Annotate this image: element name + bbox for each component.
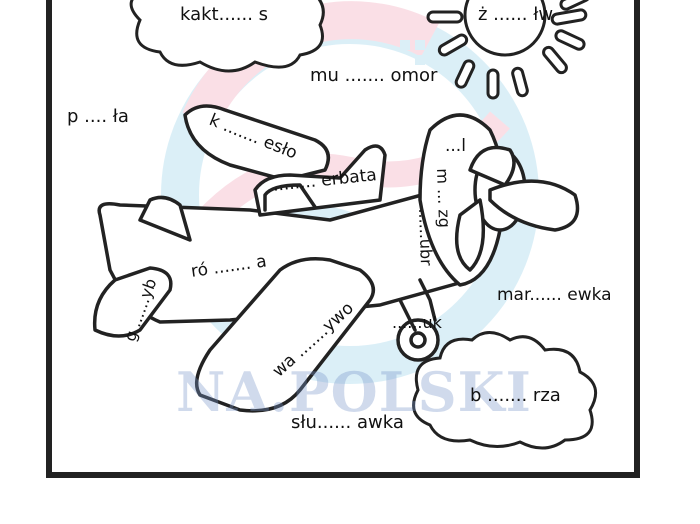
word-sun: ż ...... łw [478, 4, 554, 25]
frame-bottom [46, 472, 640, 478]
word-cockpit: ...l [445, 136, 466, 156]
frame-right [634, 0, 640, 478]
frame-left [46, 0, 52, 478]
sun-icon [426, 0, 591, 100]
word-dictionary: m ... zg [433, 167, 455, 229]
word-carrot: mar...... ewka [497, 285, 612, 305]
watermark-text: NA.POLSKI [176, 360, 532, 424]
word-field: p .... ła [67, 106, 129, 127]
word-humor: mu ....... omor [310, 65, 438, 86]
cloud-top-icon [129, 0, 325, 73]
airplane-illustration [92, 104, 580, 413]
cloud-bottom-icon [412, 331, 598, 450]
word-beetle: ......uk [392, 313, 442, 332]
word-nightingale: słu...... awka [291, 412, 404, 433]
word-cactus: kakt...... s [180, 4, 269, 25]
word-mushroom: ......ubr [415, 207, 437, 266]
word-birch: b ....... rza [470, 385, 561, 406]
